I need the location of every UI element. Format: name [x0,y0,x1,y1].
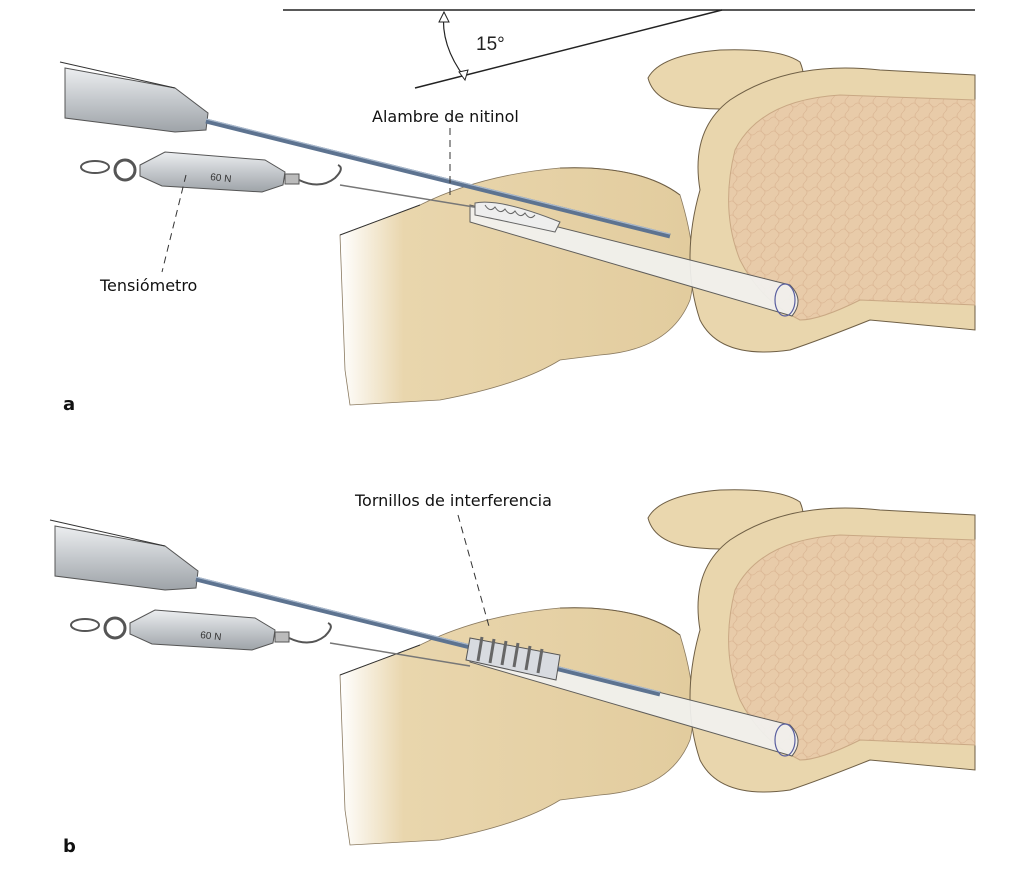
panel-letter-b: b [63,836,76,857]
angle-label: 15° [476,34,505,55]
panel-b: 60 N Tornillos de interferencia b [50,489,976,857]
bones-and-tunnel [339,489,976,846]
tensiometer-reading: 60 N [200,630,222,643]
screw-label: Tornillos de interferencia [354,491,552,510]
panel-a: 15° 60 N Alambre de nitinol Tensiómetro … [60,9,976,415]
tensiometer-leader-line [161,174,187,273]
panel-letter-a: a [63,394,75,415]
interference-screw [465,636,561,681]
angle-indicator: 15° [283,9,975,89]
wire-label: Alambre de nitinol [372,107,519,126]
braided-graft [474,201,561,233]
tensiometer-reading: 60 N [210,172,232,185]
tensiometer-label: Tensiómetro [99,276,197,295]
bones-and-tunnel [339,49,976,406]
screw-leader-line [457,514,491,631]
